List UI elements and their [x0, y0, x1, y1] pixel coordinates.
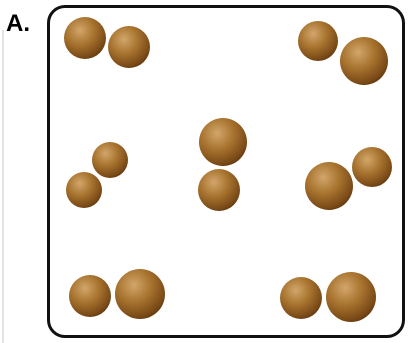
particle: [199, 118, 247, 166]
particle: [64, 17, 106, 59]
particle: [352, 147, 392, 187]
particle: [340, 37, 388, 85]
molecule-pair-top-left: [64, 17, 150, 68]
particle: [298, 21, 338, 61]
molecule-pair-top-right: [298, 21, 388, 85]
molecule-pair-center: [198, 118, 247, 211]
particle: [305, 162, 353, 210]
particle: [92, 142, 128, 178]
particle: [108, 26, 150, 68]
particle: [280, 277, 322, 319]
molecule-pair-bottom-left: [69, 269, 165, 319]
particle: [115, 269, 165, 319]
molecule-pair-bottom-right: [280, 272, 376, 322]
molecule-pair-middle-right: [305, 147, 392, 210]
particle: [326, 272, 376, 322]
molecule-pair-middle-left: [66, 142, 128, 208]
particle: [198, 169, 240, 211]
particle: [69, 275, 111, 317]
particle: [66, 172, 102, 208]
